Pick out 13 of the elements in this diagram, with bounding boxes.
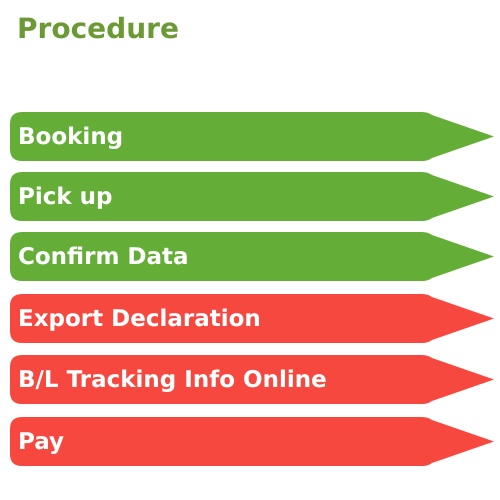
title: Procedure bbox=[17, 13, 179, 46]
step-label: Pay bbox=[18, 430, 64, 456]
arrow-banner bbox=[10, 112, 494, 161]
step-label: Booking bbox=[18, 124, 124, 150]
arrow-banner bbox=[10, 417, 494, 466]
step-label: Pick up bbox=[18, 184, 113, 210]
step-label: Export Declaration bbox=[18, 306, 261, 332]
arrow-banner bbox=[10, 172, 494, 221]
arrow-banner bbox=[10, 294, 494, 343]
arrow-banner bbox=[10, 355, 494, 404]
step-label: Confirm Data bbox=[18, 244, 189, 270]
step-label: B/L Tracking Info Online bbox=[18, 368, 327, 394]
arrow-banner bbox=[10, 232, 494, 281]
